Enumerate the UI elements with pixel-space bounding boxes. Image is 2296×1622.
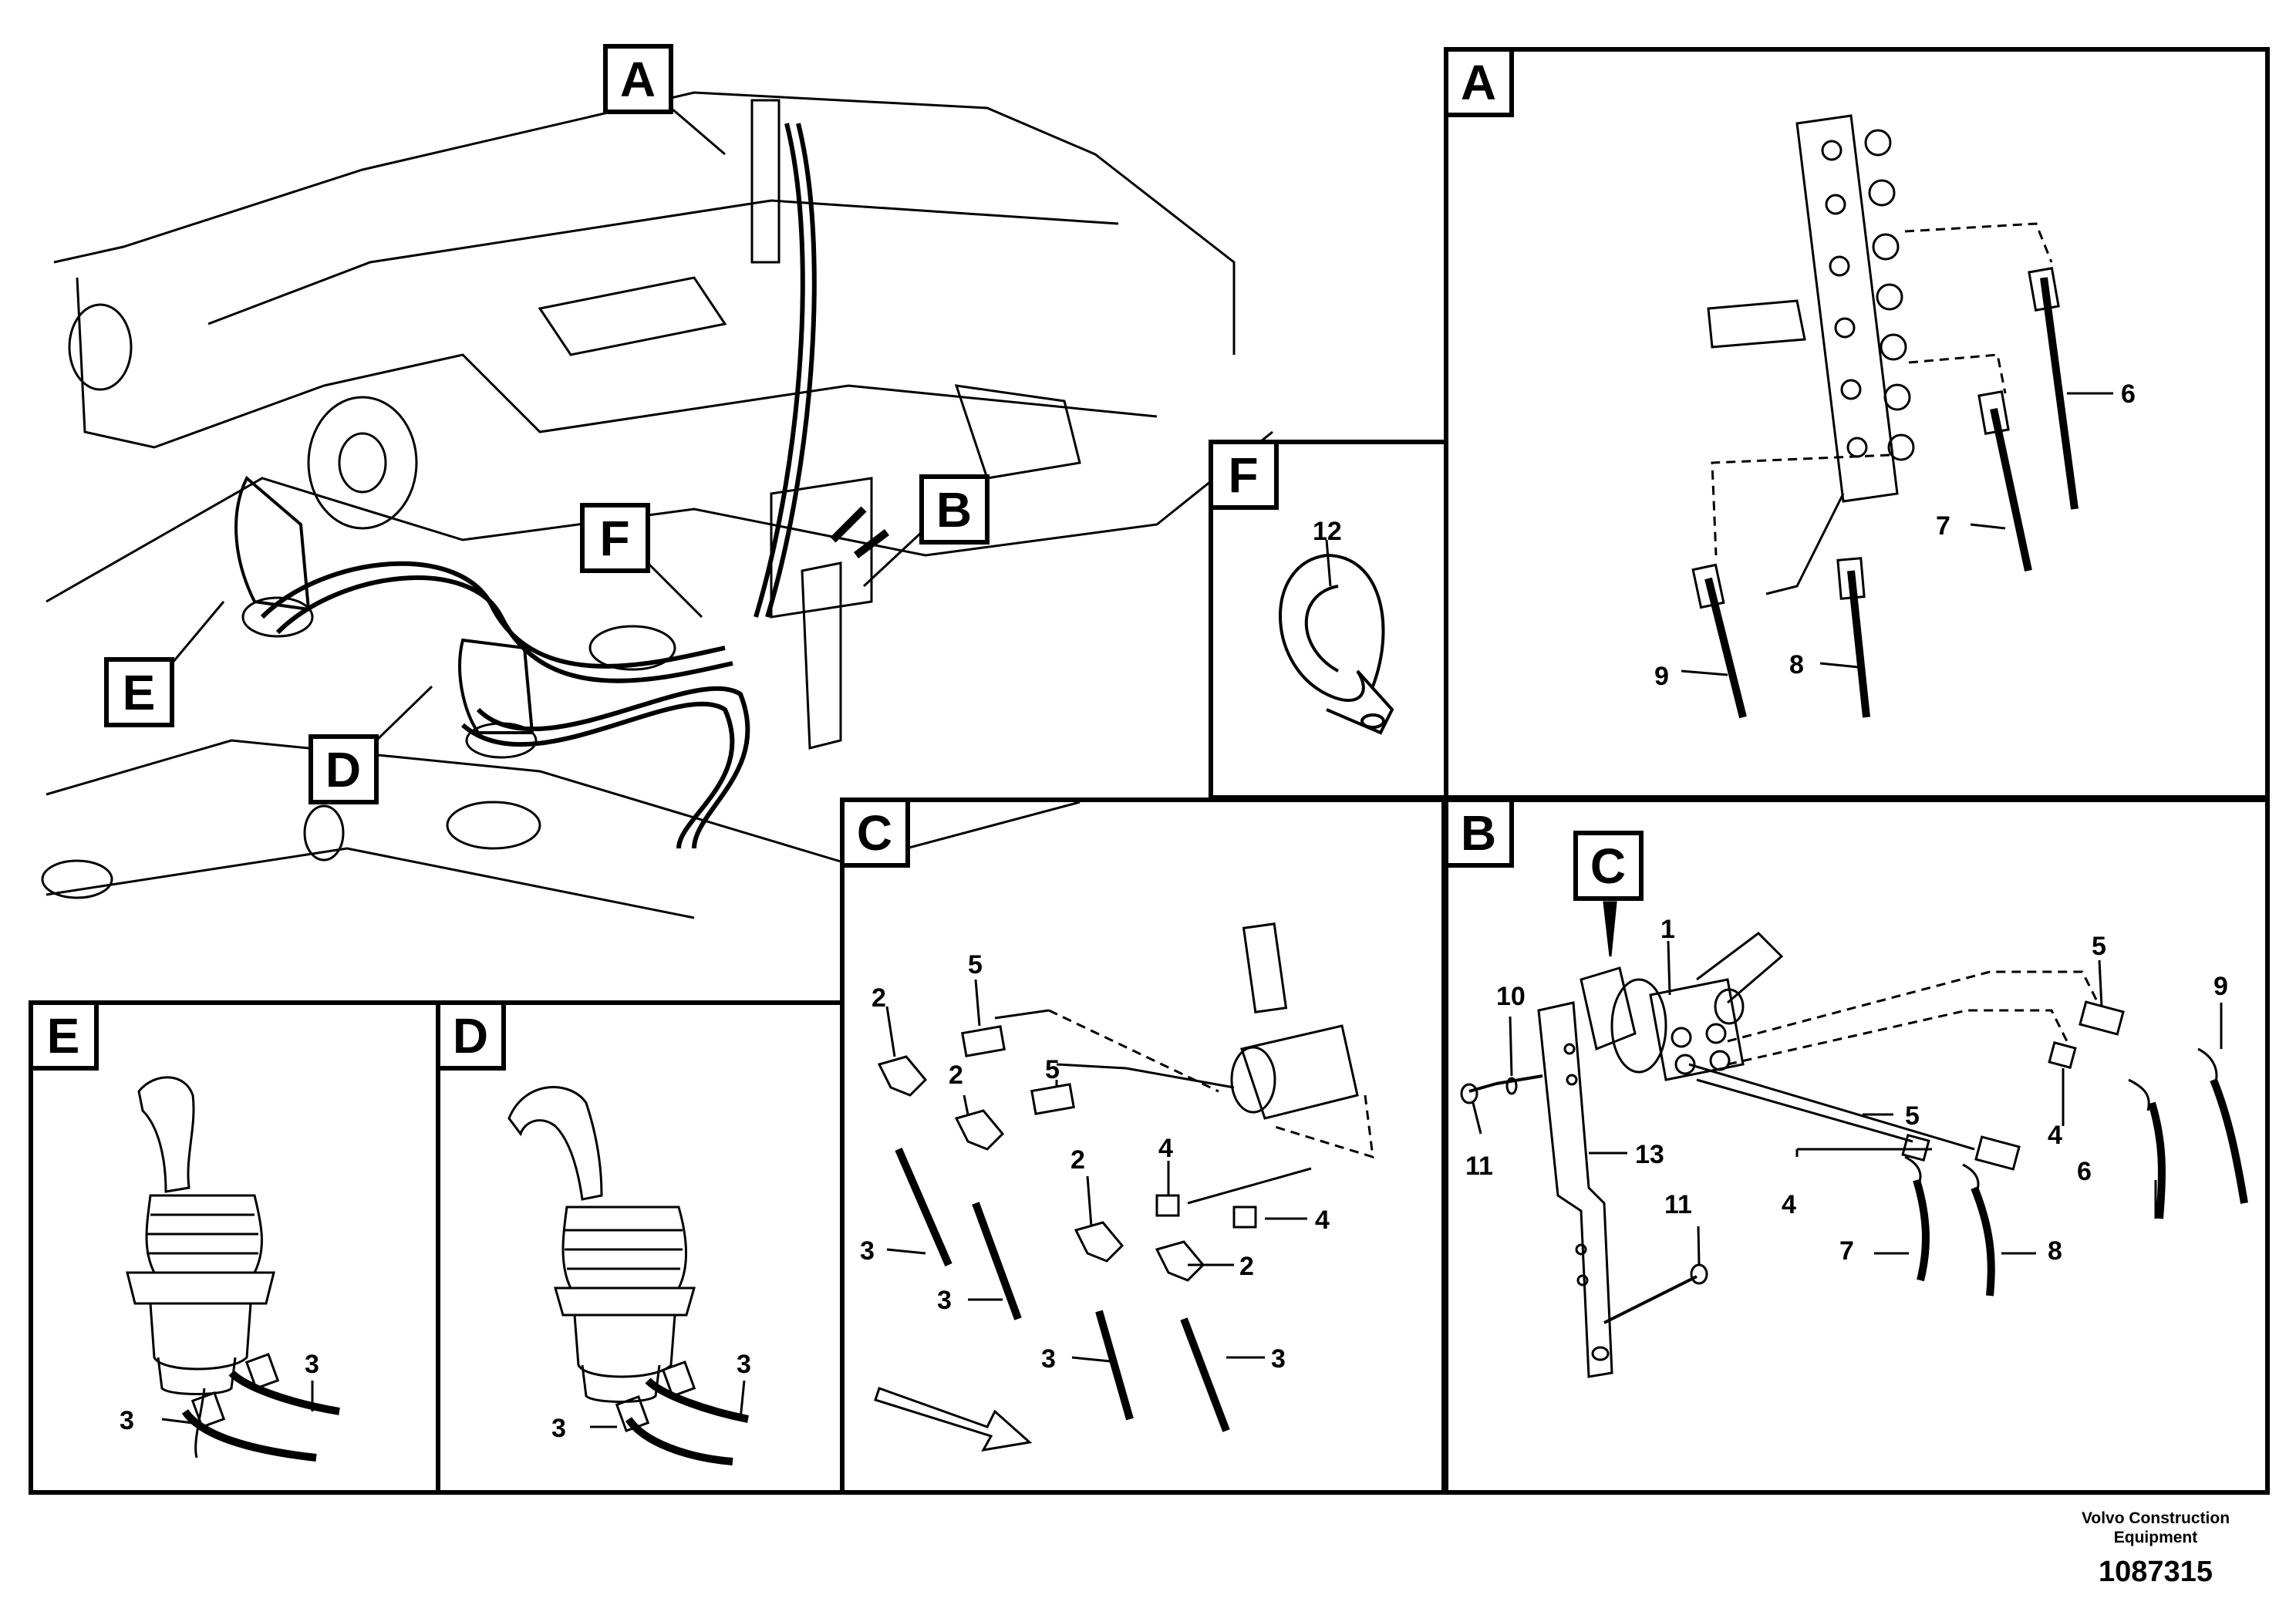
svg-text:11: 11 <box>1465 1152 1493 1181</box>
svg-text:7: 7 <box>1839 1236 1854 1266</box>
panel-B-title: B <box>1461 805 1496 861</box>
footer: Volvo Construction Equipment 1087315 <box>2082 1509 2230 1588</box>
main-assembly-view <box>41 91 1273 919</box>
svg-text:5: 5 <box>968 950 983 980</box>
main-callouts: A B F E D <box>104 44 990 804</box>
svg-text:8: 8 <box>1789 650 1804 679</box>
svg-text:8: 8 <box>2048 1236 2062 1266</box>
panel-D-frame <box>436 1000 845 1495</box>
svg-text:2: 2 <box>872 983 886 1013</box>
svg-text:3: 3 <box>305 1350 319 1379</box>
svg-text:5: 5 <box>1045 1055 1060 1084</box>
svg-text:1: 1 <box>1660 915 1675 944</box>
svg-text:D: D <box>325 742 361 798</box>
svg-text:3: 3 <box>860 1236 875 1266</box>
panel-F-labels: 12 <box>1313 517 1342 546</box>
panel-A-title: A <box>1461 55 1496 110</box>
svg-text:E: E <box>123 665 156 720</box>
panel-F-drawing <box>1279 539 1394 735</box>
callout-A-main: A <box>603 44 726 156</box>
svg-text:6: 6 <box>2121 379 2136 409</box>
svg-text:4: 4 <box>1158 1134 1173 1163</box>
panel-titles: A F C B E D <box>29 47 1514 1071</box>
panel-C-frame <box>840 798 1446 1495</box>
panel-frames <box>29 47 2270 1495</box>
panel-B-labels: C 1 10 11 13 11 5 9 5 4 4 6 7 8 <box>1465 838 2228 1266</box>
panel-B-sub-callout: C <box>1590 838 1626 894</box>
svg-text:9: 9 <box>2213 972 2228 1001</box>
company-name-line1: Volvo Construction <box>2082 1509 2230 1527</box>
callout-F-main: F <box>580 503 703 619</box>
svg-text:12: 12 <box>1313 517 1342 546</box>
svg-text:10: 10 <box>1496 982 1526 1011</box>
svg-text:2: 2 <box>949 1061 963 1090</box>
svg-text:F: F <box>599 511 629 566</box>
svg-text:3: 3 <box>551 1414 566 1443</box>
svg-text:3: 3 <box>737 1350 751 1379</box>
panel-E-frame <box>29 1000 440 1495</box>
svg-text:4: 4 <box>1315 1206 1330 1235</box>
svg-text:B: B <box>936 482 972 538</box>
panel-E-labels: 3 3 <box>120 1350 319 1435</box>
company-name-line2: Equipment <box>2114 1529 2198 1546</box>
svg-text:3: 3 <box>937 1286 952 1315</box>
svg-text:5: 5 <box>1905 1101 1920 1131</box>
svg-text:9: 9 <box>1654 662 1669 691</box>
svg-text:4: 4 <box>1782 1190 1796 1219</box>
svg-text:13: 13 <box>1635 1140 1664 1169</box>
panel-D-labels: 3 3 <box>551 1350 751 1443</box>
panel-A-drawing <box>1681 114 2113 719</box>
panel-A-labels: 6 7 8 9 <box>1654 379 2136 691</box>
panel-C-title: C <box>857 805 892 861</box>
svg-text:3: 3 <box>1041 1344 1056 1374</box>
drawing-number: 1087315 <box>2099 1556 2213 1588</box>
svg-text:3: 3 <box>120 1406 134 1435</box>
panel-F-title: F <box>1228 447 1258 503</box>
callout-B-main: B <box>862 474 990 588</box>
svg-text:7: 7 <box>1936 511 1950 541</box>
panel-D-drawing <box>507 1086 749 1465</box>
svg-text:2: 2 <box>1239 1252 1254 1281</box>
panel-E-title: E <box>47 1008 80 1064</box>
panel-E-drawing <box>126 1076 340 1462</box>
callout-E-main: E <box>104 601 225 727</box>
svg-text:5: 5 <box>2092 932 2106 961</box>
panel-B-frame <box>1444 798 2270 1495</box>
svg-text:2: 2 <box>1070 1145 1085 1175</box>
panel-B-drawing <box>1460 831 2248 1378</box>
panel-C-drawing <box>874 922 1374 1452</box>
svg-text:6: 6 <box>2077 1157 2092 1186</box>
panel-C-labels: 2 5 2 5 4 2 4 2 3 3 3 3 <box>860 950 1330 1374</box>
callout-D-main: D <box>308 685 433 804</box>
svg-text:11: 11 <box>1664 1190 1692 1219</box>
svg-text:A: A <box>620 52 656 107</box>
panel-D-title: D <box>453 1008 488 1064</box>
svg-text:3: 3 <box>1271 1344 1286 1374</box>
svg-text:4: 4 <box>2048 1121 2062 1150</box>
